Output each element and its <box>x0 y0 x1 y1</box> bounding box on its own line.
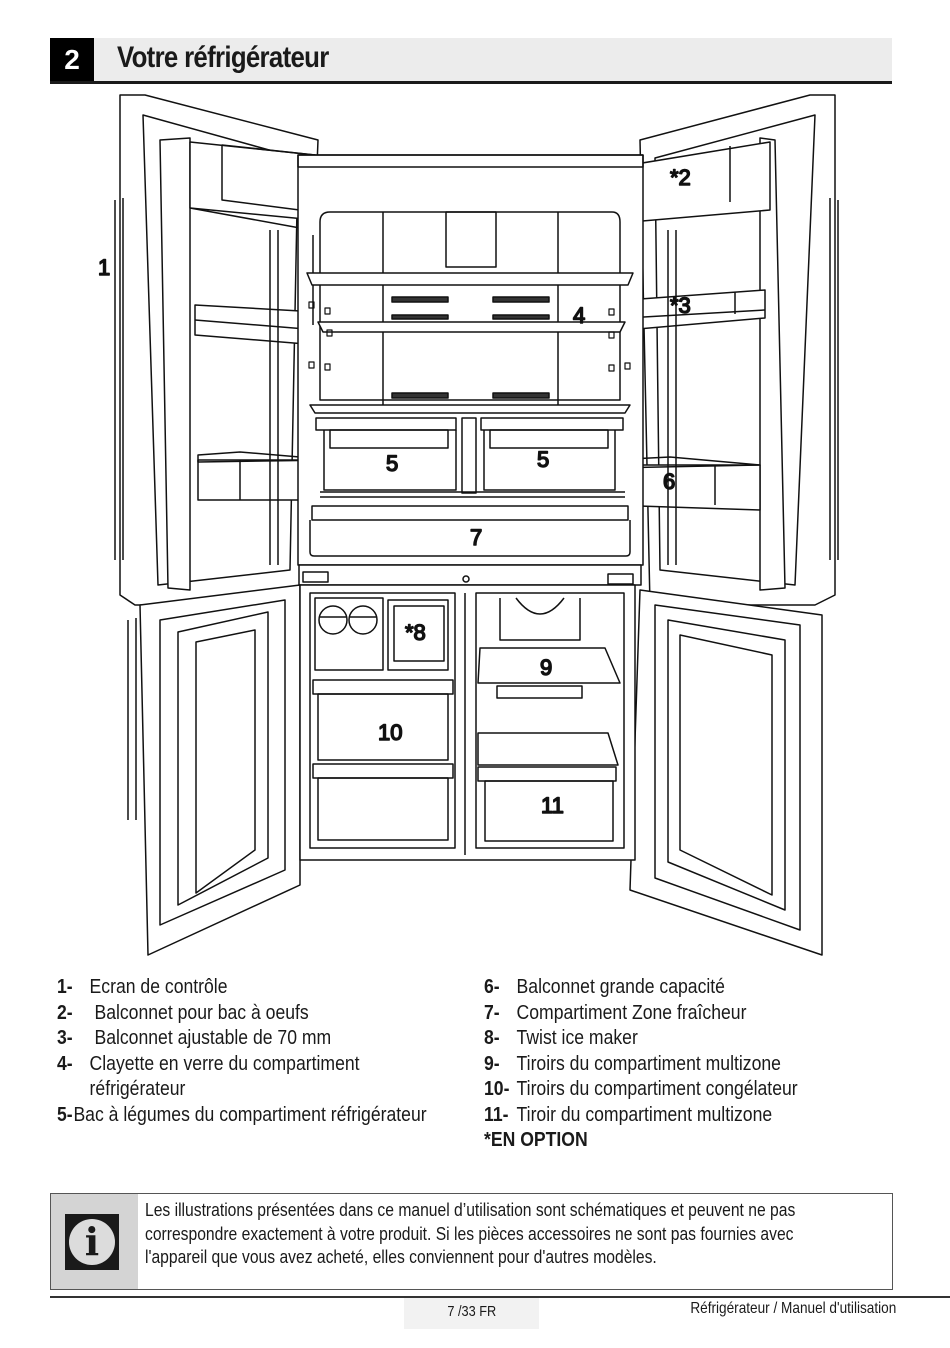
legend-item: 4- Clayette en verre du compartiment <box>57 1052 427 1078</box>
legend-item: 11- Tiroir du compartiment multizone <box>484 1103 854 1129</box>
legend-item: 8- Twist ice maker <box>484 1026 854 1052</box>
callout-9: 9 <box>540 655 552 680</box>
legend-text: Balconnet ajustable de 70 mm <box>89 1027 332 1049</box>
legend-left: 1- Ecran de contrôle 2- Balconnet pour b… <box>57 975 477 1128</box>
info-icon-cell: i <box>51 1194 138 1289</box>
upper-right-door <box>607 94 839 606</box>
info-icon: i <box>65 1214 119 1270</box>
chapter-number: 2 <box>50 38 94 81</box>
legend-text: Compartiment Zone fraîcheur <box>516 1001 747 1024</box>
page-title: Votre réfrigérateur <box>117 41 329 74</box>
legend-text: Twist ice maker <box>516 1027 638 1049</box>
legend-number: 9- <box>484 1052 500 1075</box>
legend-item-continuation: réfrigérateur <box>57 1077 427 1103</box>
document-title: Réfrigérateur / Manuel d'utilisation <box>690 1300 896 1317</box>
callout-2: *2 <box>670 165 691 190</box>
legend-number: 11- <box>484 1103 509 1126</box>
callout-6: 6 <box>663 469 675 494</box>
legend-number: 3- <box>57 1027 73 1049</box>
legend-item: 6- Balconnet grande capacité <box>484 975 854 1001</box>
info-note-box: i Les illustrations présentées dans ce m… <box>50 1193 893 1290</box>
legend-item: 3- Balconnet ajustable de 70 mm <box>57 1026 427 1052</box>
legend-text: Tiroirs du compartiment congélateur <box>516 1078 798 1100</box>
legend-text: Bac à légumes du compartiment réfrigérat… <box>73 1103 427 1126</box>
callout-11: 11 <box>541 793 564 818</box>
callout-5b: 5 <box>537 447 549 472</box>
lower-left-door <box>127 584 301 956</box>
callout-5a: 5 <box>386 451 398 476</box>
legend-item: 5- Bac à légumes du compartiment réfrigé… <box>57 1103 427 1129</box>
legend-item: 2- Balconnet pour bac à oeufs <box>57 1001 427 1027</box>
callout-10: 10 <box>378 720 402 745</box>
refrigerator-illustration: 1 *2 *3 4 5 5 6 7 *8 9 10 11 <box>80 88 860 968</box>
callout-3: *3 <box>670 293 691 318</box>
page-number-text: 7 /33 FR <box>447 1303 496 1320</box>
legend-number: 2- <box>57 1001 73 1024</box>
legend-right: 6- Balconnet grande capacité 7- Comparti… <box>484 975 904 1154</box>
legend-item: 7- Compartiment Zone fraîcheur <box>484 1001 854 1027</box>
legend-number: 1- <box>57 976 73 998</box>
shelf-pegs <box>308 301 631 372</box>
legend-text: Tiroir du compartiment multizone <box>516 1103 773 1126</box>
fresh-food-compartment <box>297 154 644 586</box>
section-header: 2 Votre réfrigérateur <box>50 38 892 84</box>
legend-text: Ecran de contrôle <box>89 976 228 998</box>
legend-text: Tiroirs du compartiment multizone <box>516 1052 781 1075</box>
lower-right-door <box>629 589 823 956</box>
callout-7: 7 <box>470 525 482 550</box>
legend-item: 9- Tiroirs du compartiment multizone <box>484 1052 854 1078</box>
legend-item: 10- Tiroirs du compartiment congélateur <box>484 1077 854 1103</box>
callout-4: 4 <box>573 303 585 328</box>
legend-number: 6- <box>484 976 500 998</box>
freezer-compartment <box>299 584 636 861</box>
legend-number: 4- <box>57 1052 73 1075</box>
legend-text: Clayette en verre du compartiment <box>89 1052 360 1075</box>
legend-text: Balconnet grande capacité <box>516 976 725 998</box>
legend-number: 5- <box>57 1103 73 1126</box>
legend-number: 8- <box>484 1027 500 1049</box>
info-text: Les illustrations présentées dans ce man… <box>145 1200 796 1267</box>
option-note: *EN OPTION <box>484 1129 588 1151</box>
page-number: 7 /33 FR <box>404 1298 539 1329</box>
legend-item: 1- Ecran de contrôle <box>57 975 427 1001</box>
legend-number: 7- <box>484 1001 500 1024</box>
legend-text: réfrigérateur <box>89 1078 186 1100</box>
callout-8: *8 <box>405 620 426 645</box>
callout-1: 1 <box>98 255 110 280</box>
legend-number: 10- <box>484 1078 510 1100</box>
legend-text: Balconnet pour bac à oeufs <box>89 1001 309 1024</box>
footer-divider <box>50 1296 950 1298</box>
